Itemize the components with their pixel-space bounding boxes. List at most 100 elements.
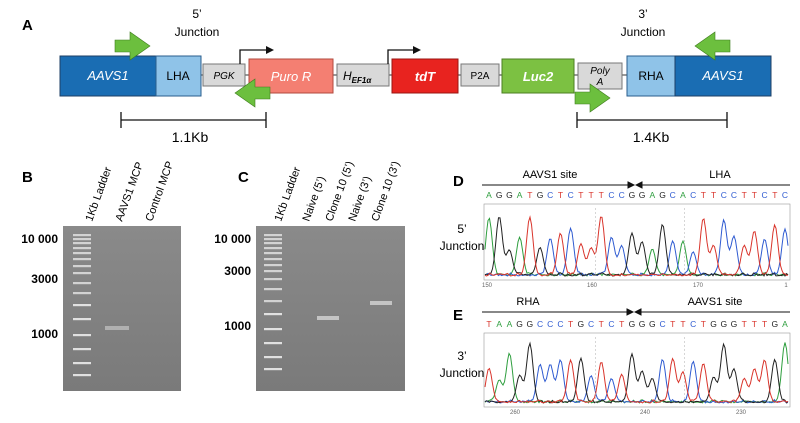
seq-d-side-label-1: 5’: [457, 222, 466, 236]
ladder-band: [264, 238, 282, 241]
ladder-band: [73, 292, 91, 295]
seq-base: C: [721, 190, 727, 200]
ladder-band: [73, 265, 91, 268]
seq-base: T: [752, 190, 757, 200]
ladder-band: [264, 258, 282, 261]
junction-3-label-2: Junction: [621, 25, 666, 39]
seq-base: A: [782, 319, 788, 329]
trace-T: [484, 357, 789, 404]
seq-base: T: [772, 190, 777, 200]
seq-base: C: [690, 190, 696, 200]
gel-c-ladder: [264, 234, 282, 371]
gel-b-lane-label-2: AAVS1 MCP: [114, 161, 147, 224]
ladder-band: [73, 247, 91, 250]
block-hef1a-label: HEF1α: [343, 69, 372, 85]
seq-base: T: [742, 190, 747, 200]
seq-base: G: [731, 319, 738, 329]
block-rha-label: RHA: [638, 69, 663, 83]
seq-base: G: [578, 319, 585, 329]
block-tdt-label: tdT: [415, 69, 436, 84]
block-aavs1-right: [674, 55, 772, 97]
block-puro-label: Puro R: [271, 69, 311, 84]
chromatogram-d-traces: [484, 208, 789, 277]
seq-base: T: [578, 190, 583, 200]
gel-b: [63, 226, 181, 391]
ladder-band: [264, 252, 282, 255]
primer-arrow-reverse-3: [694, 31, 731, 61]
seq-base: C: [608, 319, 614, 329]
seq-base: T: [701, 319, 706, 329]
seq-base: A: [680, 190, 686, 200]
gel-c-lane-label-1: 1Kb Ladder: [273, 165, 304, 223]
seq-base: G: [516, 319, 523, 329]
block-p2a-label: P2A: [471, 71, 490, 82]
gel-b-marker-1000: 1000: [31, 327, 58, 341]
seq-base: T: [588, 190, 593, 200]
ladder-band: [73, 304, 91, 307]
ladder-band: [264, 264, 282, 267]
ladder-band: [264, 300, 282, 303]
ladder-band: [73, 272, 91, 275]
gel-c-lane-label-5: Clone 10 (3’): [370, 160, 403, 223]
seq-tick-label: 240: [640, 410, 651, 416]
ladder-band: [73, 282, 91, 285]
block-tdt: [391, 58, 459, 94]
panel-label-d: D: [453, 173, 464, 190]
panel-label-a: A: [22, 17, 33, 34]
seq-base: G: [629, 319, 636, 329]
panel-label-e: E: [453, 307, 463, 324]
seq-base: C: [547, 319, 553, 329]
ladder-band: [264, 242, 282, 245]
ladder-band: [264, 270, 282, 273]
seq-base: C: [762, 190, 768, 200]
gel-b-marker-3000: 3000: [31, 272, 58, 286]
ladder-band: [264, 342, 282, 345]
seq-base: G: [639, 319, 646, 329]
block-lha-label: LHA: [166, 69, 189, 83]
chromatogram-d: [483, 203, 791, 281]
seq-base: T: [680, 319, 685, 329]
gel-b-band-aavs1: [105, 326, 129, 330]
ladder-band: [73, 334, 91, 337]
ladder-band: [73, 348, 91, 351]
panel-label-b: B: [22, 169, 33, 186]
ladder-band: [73, 374, 91, 377]
seq-base: T: [558, 190, 563, 200]
seq-base: C: [557, 319, 563, 329]
primer-arrow-forward-5: [114, 31, 151, 61]
seq-base: T: [742, 319, 747, 329]
seq-base: C: [608, 190, 614, 200]
block-polya-label-2: A: [596, 77, 604, 88]
gel-c: [256, 226, 405, 391]
block-aavs1-left-label: AAVS1: [86, 68, 128, 83]
seq-base: C: [690, 319, 696, 329]
seq-base: G: [649, 319, 656, 329]
seq-base: G: [537, 190, 544, 200]
seq-base: G: [659, 190, 666, 200]
ladder-band: [264, 234, 282, 237]
ladder-band: [73, 318, 91, 321]
seq-tick-label: 260: [510, 410, 521, 416]
seq-base: A: [486, 190, 492, 200]
seq-base: G: [720, 319, 727, 329]
seq-base: T: [599, 190, 604, 200]
ladder-band: [73, 238, 91, 241]
seq-base: C: [588, 319, 594, 329]
block-aavs1-right-label: AAVS1: [701, 68, 743, 83]
seq-base: T: [752, 319, 757, 329]
seq-base: T: [762, 319, 767, 329]
block-polya-label: Poly: [590, 66, 610, 77]
ladder-band: [73, 362, 91, 365]
gel-b-ladder: [73, 234, 91, 377]
bracket-left: [120, 112, 267, 128]
seq-base: G: [527, 319, 534, 329]
seq-e-side-label-1: 3’: [457, 349, 466, 363]
ladder-band: [73, 258, 91, 261]
ladder-band: [264, 288, 282, 291]
seq-e-site-arrows: [482, 308, 790, 316]
hef-promoter-arrow: [387, 49, 415, 64]
seq-base: T: [711, 190, 716, 200]
